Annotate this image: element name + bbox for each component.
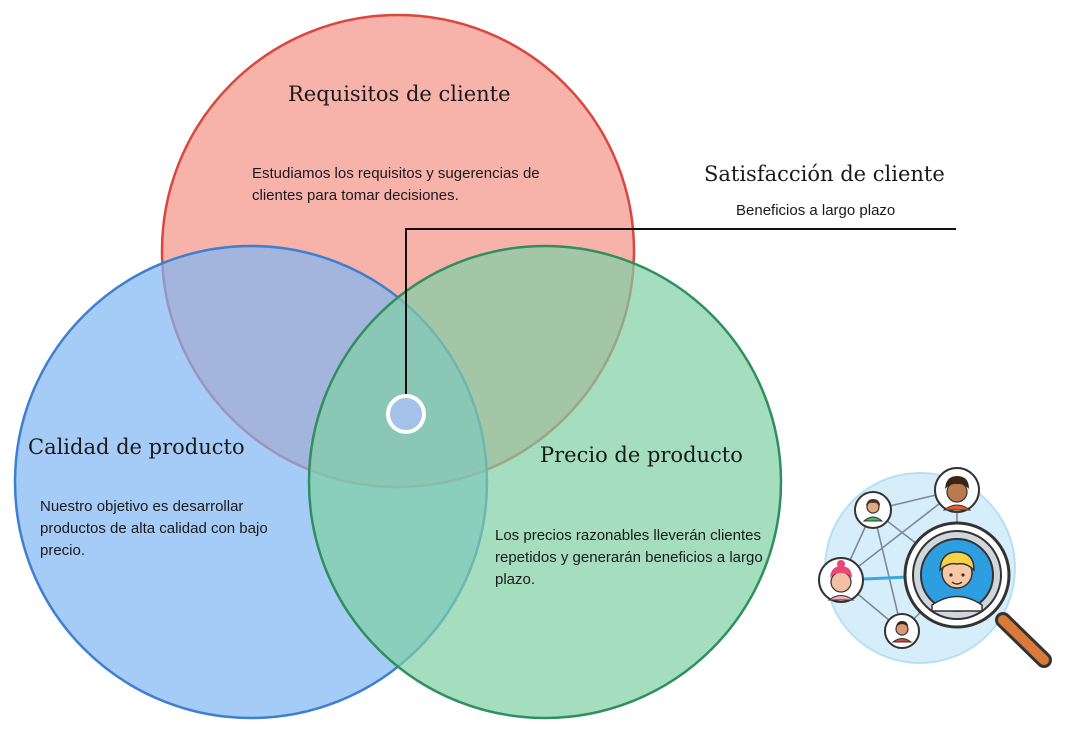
precio-title: Precio de producto <box>540 443 743 467</box>
requisitos-description: Estudiamos los requisitos y sugerencias … <box>252 165 540 204</box>
requisitos-title: Requisitos de cliente <box>288 82 511 106</box>
satisfaccion-title: Satisfacción de cliente <box>704 162 945 186</box>
connector-line <box>405 228 956 414</box>
satisfaccion-description: Beneficios a largo plazo <box>736 202 896 219</box>
precio-description: Los precios razonables lleverán clientes… <box>495 527 763 588</box>
center-marker <box>386 394 426 434</box>
calidad-title: Calidad de producto <box>28 435 245 459</box>
calidad-description: Nuestro objetivo es desarrollar producto… <box>40 498 268 559</box>
customer-network-magnifier-icon <box>818 467 1052 668</box>
circle-precio <box>307 244 783 720</box>
